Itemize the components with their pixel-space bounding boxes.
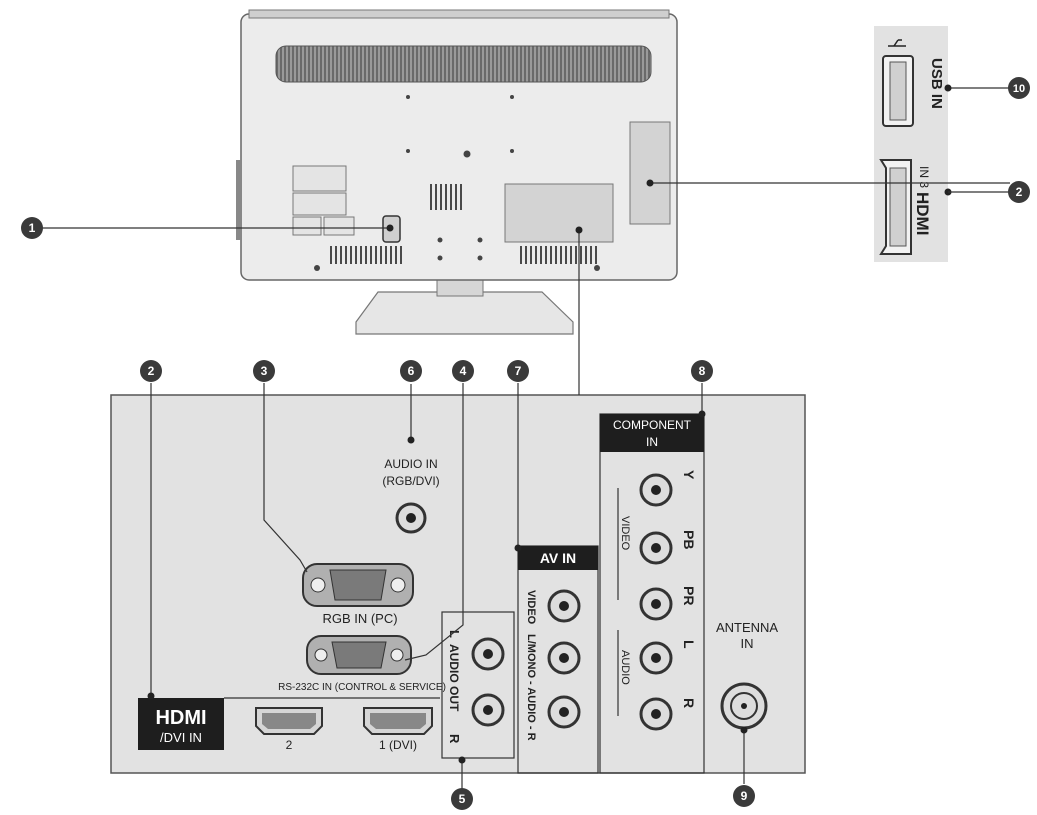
comp-r-label: R (681, 698, 697, 708)
tv-stand (355, 291, 574, 335)
tv-top-edge (248, 9, 670, 19)
antenna-in-jack (720, 682, 768, 730)
svg-text:1: 1 (29, 221, 36, 235)
component-in-label-1: COMPONENT (613, 418, 692, 432)
av-audio-r-jack (547, 695, 581, 729)
callout-6: 6 (400, 360, 422, 382)
callout-9: 9 (733, 785, 755, 807)
callout-2-back: 2 (140, 360, 162, 382)
hdmi-port-1-dvi (363, 707, 433, 735)
svg-text:7: 7 (515, 364, 522, 378)
hdmi-port-2-label: 2 (286, 738, 293, 752)
callout-10: 10 (1008, 77, 1030, 99)
audio-out-l: L (447, 630, 462, 638)
hdmi-dvi-logo: HDMI (155, 707, 206, 729)
vent-strip-right (518, 246, 600, 264)
audio-out-label: AUDIO OUT (447, 644, 461, 712)
hdmi-dvi-logo-box (138, 698, 224, 750)
svg-text:2: 2 (148, 364, 155, 378)
hdmi-dvi-in-label: /DVI IN (160, 730, 202, 745)
callout-2-side: 2 (1008, 181, 1030, 203)
usb-in-label: USB IN (928, 58, 945, 109)
audio-out-jack-l (471, 637, 505, 671)
audio-out-jack-r (471, 693, 505, 727)
audio-in-jack (395, 502, 427, 534)
screw-holes (314, 95, 600, 271)
usb-port-inner (889, 61, 907, 121)
hdmi-side-logo: HDMI (913, 192, 932, 235)
tv-top-grille (275, 45, 652, 83)
rgb-in-port (302, 563, 414, 607)
callout-1: 1 (21, 217, 43, 239)
svg-text:8: 8 (699, 364, 706, 378)
back-panel: AUDIO IN (RGB/DVI) RGB IN (PC) RS-232C I… (110, 394, 806, 774)
av-audio-label: L/MONO - AUDIO - R (525, 634, 537, 741)
label-plate-left (292, 216, 322, 236)
comp-pr-jack (639, 587, 673, 621)
leader-dots (147, 84, 952, 764)
av-video-label: VIDEO (525, 590, 537, 625)
comp-pb-label: PB (681, 530, 697, 549)
audio-out-box (441, 611, 515, 759)
hdmi-side-port-inner (889, 167, 907, 247)
comp-y-label: Y (681, 470, 697, 480)
back-panel-bg (110, 394, 806, 774)
svg-text:4: 4 (460, 364, 467, 378)
rs232c-label: RS-232C IN (CONTROL & SERVICE) (278, 682, 446, 693)
hdmi-port-1-label: 1 (DVI) (379, 738, 417, 752)
comp-video-label: VIDEO (619, 516, 631, 551)
side-panel: USB IN HDMI IN 3 (874, 26, 948, 262)
rgb-in-label: RGB IN (PC) (322, 611, 397, 626)
antenna-label-1: ANTENNA (716, 620, 778, 635)
component-in-label-2: IN (646, 435, 658, 449)
svg-text:2: 2 (1016, 185, 1023, 199)
comp-pb-jack (639, 531, 673, 565)
vent-block (428, 184, 464, 210)
audio-in-label: AUDIO IN (384, 457, 437, 471)
label-plate-right (323, 216, 355, 236)
comp-l-jack (639, 641, 673, 675)
side-connector-area (629, 121, 671, 225)
antenna-label-2: IN (741, 636, 754, 651)
callout-3: 3 (253, 360, 275, 382)
audio-out-r: R (447, 734, 462, 744)
comp-r-jack (639, 697, 673, 731)
av-in-header (518, 546, 598, 570)
av-audio-l-jack (547, 641, 581, 675)
audio-in-sublabel: (RGB/DVI) (382, 474, 439, 488)
component-in-header (600, 414, 704, 452)
usb-symbol-icon (888, 39, 906, 47)
tv-rear-view (236, 9, 678, 335)
callout-4: 4 (452, 360, 474, 382)
tv-side-buttons (236, 160, 242, 240)
callout-badges: 1 2 2 3 4 5 6 7 8 9 10 (21, 77, 1030, 810)
callout-7: 7 (507, 360, 529, 382)
vent-strip-left (327, 246, 403, 264)
callout-8: 8 (691, 360, 713, 382)
svg-text:5: 5 (459, 792, 466, 806)
hdmi-side-in3: IN 3 (917, 166, 931, 188)
svg-text:3: 3 (261, 364, 268, 378)
label-plate-mid (292, 192, 347, 216)
comp-y-jack (639, 473, 673, 507)
svg-text:10: 10 (1013, 83, 1025, 95)
av-video-jack (547, 589, 581, 623)
av-in-label: AV IN (540, 550, 576, 566)
svg-text:6: 6 (408, 364, 415, 378)
svg-text:9: 9 (741, 789, 748, 803)
callout-5: 5 (451, 788, 473, 810)
comp-l-label: L (681, 640, 697, 649)
rs232c-port (306, 635, 412, 675)
hdmi-port-2 (255, 707, 323, 735)
label-plate-top (292, 165, 347, 192)
comp-audio-label: AUDIO (619, 650, 631, 685)
leader-lines (42, 87, 1012, 789)
comp-pr-label: PR (681, 586, 697, 605)
rear-connector-area (504, 183, 614, 243)
